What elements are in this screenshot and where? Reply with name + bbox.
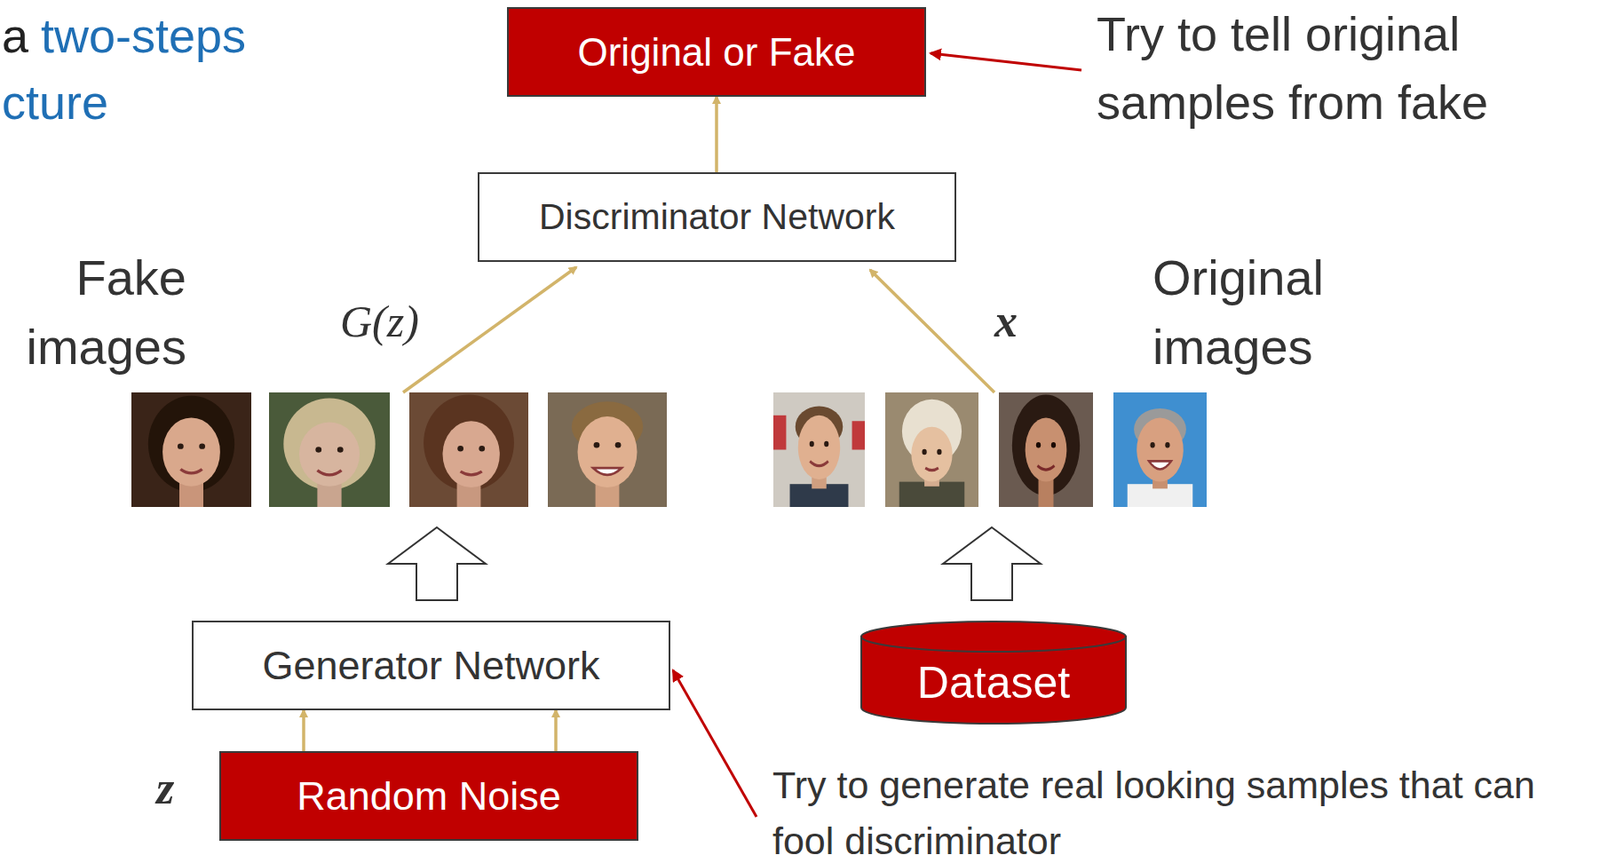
- database-cylinder: Dataset: [860, 620, 1127, 725]
- face-image: [773, 392, 865, 507]
- process-box: Generator Network: [191, 620, 671, 711]
- face-image: [131, 392, 252, 507]
- face-image: [409, 392, 529, 507]
- title-fragment: a: [1, 1, 38, 71]
- face-image: [1113, 392, 1207, 507]
- flow-arrow: [403, 267, 577, 393]
- leader-line: [930, 53, 1082, 71]
- face-image: [547, 392, 667, 507]
- node-text: Generator Network: [261, 642, 600, 690]
- flow-connector: [714, 96, 719, 173]
- node-text: Discriminator Network: [538, 196, 896, 238]
- output-box: Original or Fake: [506, 7, 927, 97]
- annotation: Try to tell original samples from fake: [1096, 0, 1594, 137]
- process-box: Discriminator Network: [477, 172, 957, 262]
- node-text: Dataset: [917, 657, 1070, 709]
- math-symbol: x: [994, 294, 1048, 349]
- math-symbol: G(z): [340, 294, 465, 349]
- input-box: Random Noise: [219, 751, 639, 841]
- title-fragment: two-steps: [40, 1, 290, 71]
- face-image: [269, 392, 390, 507]
- math-symbol: z: [156, 761, 210, 816]
- face-image: [998, 392, 1094, 507]
- flow-arrow: [870, 269, 995, 393]
- annotation: Try to generate real looking samples tha…: [772, 757, 1594, 863]
- flow-connector: [301, 710, 306, 752]
- hollow-arrow: [942, 527, 1041, 601]
- node-text: Original or Fake: [577, 30, 856, 75]
- group-label: Fake images: [0, 243, 187, 382]
- hollow-arrow: [388, 527, 486, 601]
- flow-connector: [554, 710, 558, 752]
- group-label: Original images: [1152, 243, 1419, 382]
- leader-line: [673, 670, 757, 817]
- face-image: [885, 392, 979, 507]
- node-text: Random Noise: [296, 773, 562, 820]
- title-fragment: cture: [1, 68, 180, 137]
